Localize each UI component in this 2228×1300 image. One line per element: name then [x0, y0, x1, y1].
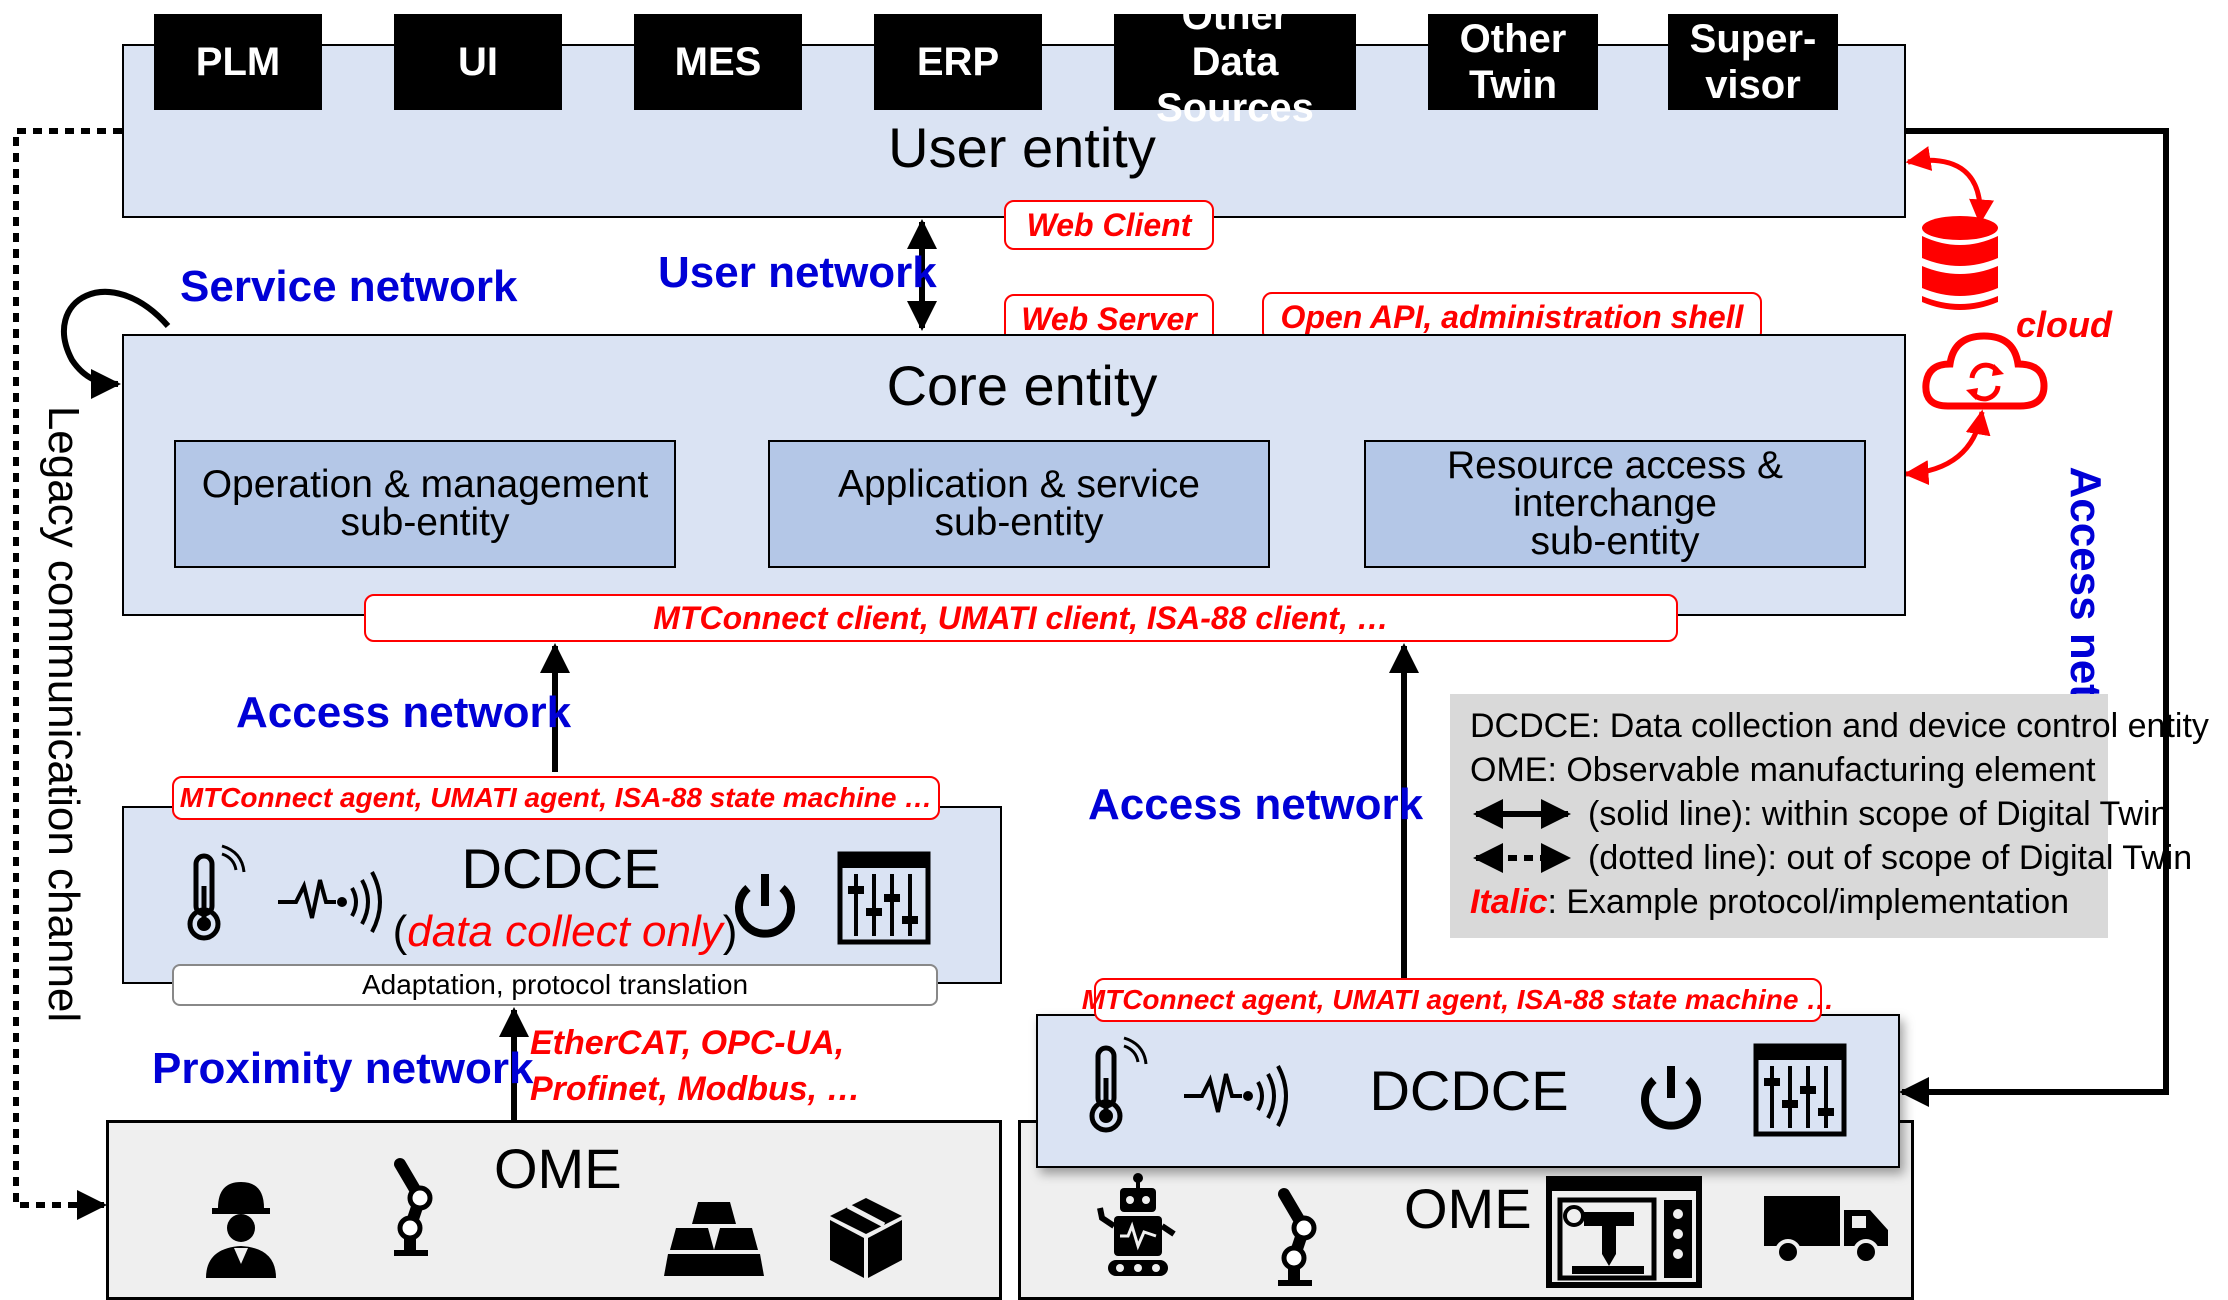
- left-agent-tag: MTConnect agent, UMATI agent, ISA-88 sta…: [172, 776, 940, 820]
- legend-italic-word: Italic: [1470, 883, 1548, 921]
- solid-line-sample: [1473, 799, 1571, 829]
- note-text: data collect only: [407, 907, 723, 956]
- access-network-right-line: [1899, 128, 2169, 1107]
- source-plm: PLM: [154, 14, 322, 110]
- note-close-paren: ): [722, 907, 738, 956]
- core-clients-tag: MTConnect client, UMATI client, ISA-88 c…: [364, 594, 1678, 642]
- user-network-label: User network: [658, 248, 937, 297]
- service-robot-icon: [1097, 1173, 1176, 1276]
- legend-solid-row: (solid line): within scope of Digital Tw…: [1470, 792, 2169, 836]
- cloud-sync-icon: [1922, 332, 2048, 410]
- legend-solid-text: (solid line): within scope of Digital Tw…: [1588, 795, 2170, 833]
- robot-arm-icon-right: [1278, 1188, 1317, 1286]
- source-ui: UI: [394, 14, 562, 110]
- web-client-tag: Web Client: [1004, 200, 1214, 250]
- user-entity-title: User entity: [888, 116, 1156, 179]
- control-panel-icon: [837, 851, 931, 945]
- adaptation-box: Adaptation, protocol translation: [172, 964, 938, 1006]
- open-api-tag: Open API, administration shell: [1262, 292, 1762, 342]
- core-entity-title: Core entity: [886, 354, 1158, 417]
- robot-arm-icon: [394, 1158, 433, 1256]
- sub-entity-application: Application & service sub-entity: [768, 440, 1270, 568]
- sub-entity-resource: Resource access & interchange sub-entity: [1364, 440, 1866, 568]
- source-other-twin: Other Twin: [1428, 14, 1598, 110]
- source-other-data: Other Data Sources: [1114, 0, 1356, 130]
- legend-box: DCDCE: Data collection and device contro…: [1450, 694, 2209, 938]
- service-network-label: Service network: [180, 262, 518, 311]
- access-network-mid-label: Access network: [1088, 780, 1424, 829]
- source-supervisor: Super- visor: [1668, 14, 1838, 110]
- legend-italic-def: : Example protocol/implementation: [1547, 883, 2070, 921]
- dcdce-left-title: DCDCE: [461, 836, 661, 900]
- thermometer-icon: [187, 844, 246, 941]
- cloud-arrow-top: [1905, 146, 1995, 225]
- access-network-left-label: Access network: [236, 688, 572, 737]
- source-mes: MES: [634, 14, 802, 110]
- dcdce-left-note: (data collect only): [393, 904, 738, 960]
- gold-bars-icon: [664, 1202, 764, 1276]
- power-icon: [735, 874, 795, 938]
- ome-left-title: OME: [494, 1137, 622, 1200]
- legacy-channel-label: Legacy communication channel: [39, 405, 88, 1023]
- service-network-loop: [61, 288, 171, 399]
- source-erp: ERP: [874, 14, 1042, 110]
- legend-dotted-text: (dotted line): out of scope of Digital T…: [1588, 839, 2193, 877]
- legend-dotted-row: (dotted line): out of scope of Digital T…: [1470, 836, 2192, 880]
- sub-entity-operation: Operation & management sub-entity: [174, 440, 676, 568]
- database-icon: [1922, 216, 1998, 310]
- ome-right-title: OME: [1404, 1177, 1532, 1240]
- truck-icon: [1764, 1196, 1888, 1265]
- power-icon-right: [1641, 1066, 1701, 1130]
- note-open-paren: (: [392, 907, 408, 956]
- signal-wave-icon: [278, 871, 382, 933]
- cnc-machine-icon: [1546, 1176, 1702, 1288]
- signal-wave-icon-right: [1184, 1065, 1288, 1127]
- legend-ome-def: OME: Observable manufacturing element: [1470, 751, 2096, 789]
- dcdce-right-title: DCDCE: [1369, 1058, 1569, 1122]
- dotted-line-sample: [1473, 843, 1571, 873]
- legend-italic-row: Italic: Example protocol/implementation: [1470, 880, 2088, 924]
- cloud-label: cloud: [2016, 304, 2112, 345]
- control-panel-icon-right: [1753, 1043, 1847, 1137]
- box-icon: [830, 1198, 902, 1278]
- worker-icon: [206, 1182, 276, 1278]
- legacy-channel-line: [13, 128, 122, 1220]
- thermometer-icon-right: [1089, 1036, 1148, 1133]
- proximity-network-label: Proximity network: [152, 1044, 534, 1093]
- proximity-protocols: EtherCAT, OPC-UA, Profinet, Modbus, …: [530, 1024, 861, 1108]
- right-agent-tag: MTConnect agent, UMATI agent, ISA-88 sta…: [1082, 978, 1834, 1022]
- cloud-arrow-bottom: [1903, 409, 1991, 486]
- legend-dcdce-def: DCDCE: Data collection and device contro…: [1470, 707, 2209, 745]
